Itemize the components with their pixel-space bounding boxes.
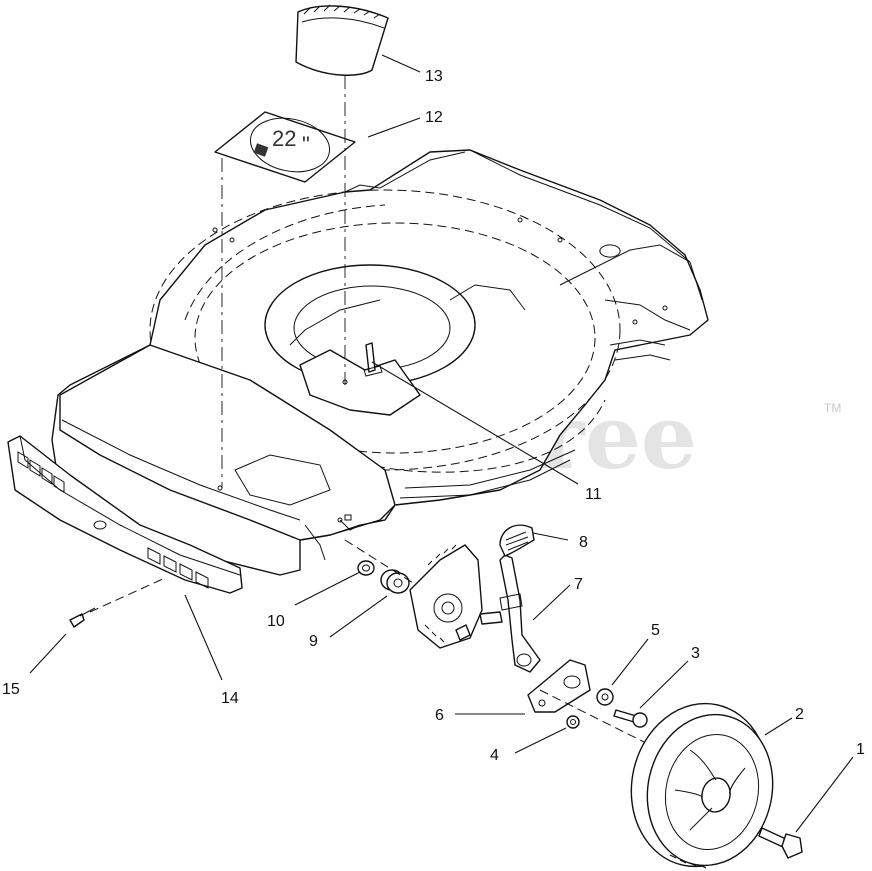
decal-size-text: 22 [272,126,296,151]
decal-inch-mark: " [302,132,310,157]
part-6-bracket[interactable] [527,659,591,713]
callout-2: 2 [764,706,804,736]
part-3-bolt[interactable] [613,709,648,728]
callout-label: 10 [267,613,285,630]
part-8-knob[interactable] [499,524,535,557]
callout-label: 14 [221,690,239,707]
callout-label: 2 [795,706,804,723]
part-14-front-trim[interactable] [7,435,243,594]
callout-4: 4 [490,727,567,764]
callout-9: 9 [309,595,388,650]
callouts: 1 2 3 4 5 6 7 8 [2,54,865,833]
callout-5: 5 [611,622,660,686]
callout-8: 8 [532,532,588,551]
part-1-wheel-bolt[interactable] [758,827,803,859]
part-4-nut[interactable] [566,715,580,729]
callout-1: 1 [795,741,865,833]
callout-12: 12 [367,109,443,138]
part-2-wheel[interactable] [616,691,786,871]
callout-10: 10 [267,571,361,630]
callout-label: 6 [435,707,444,724]
callout-13: 13 [381,54,443,85]
callout-label: 7 [574,576,583,593]
callout-6: 6 [435,707,525,724]
callout-label: 9 [309,633,318,650]
part-15-screw[interactable] [69,607,96,628]
mower-deck [51,149,709,576]
part-9-bushing[interactable] [380,569,410,594]
callout-label: 4 [490,747,499,764]
callout-15: 15 [2,633,67,698]
axle-line-upper [344,539,441,601]
callout-11: 11 [371,361,602,503]
alignment-line-15 [89,577,166,613]
callout-label: 15 [2,681,20,698]
callout-label: 5 [651,622,660,639]
callout-label: 11 [585,486,602,503]
callout-7: 7 [532,576,583,621]
part-13-cover[interactable] [295,4,389,76]
callout-label: 1 [856,741,865,758]
part-5-washer[interactable] [596,688,614,706]
part-7-height-plate[interactable] [409,544,541,673]
callout-label: 13 [425,68,443,85]
watermark-trademark: TM [824,401,841,415]
callout-label: 3 [691,645,700,662]
callout-3: 3 [639,645,700,709]
axle-line-lower [539,689,701,771]
part-10-nut[interactable] [357,560,375,576]
callout-label: 8 [579,534,588,551]
part-11-screw[interactable] [363,342,383,377]
callout-14: 14 [184,594,239,707]
part-12-decal[interactable]: 22 " [214,111,356,183]
callout-label: 12 [425,109,443,126]
